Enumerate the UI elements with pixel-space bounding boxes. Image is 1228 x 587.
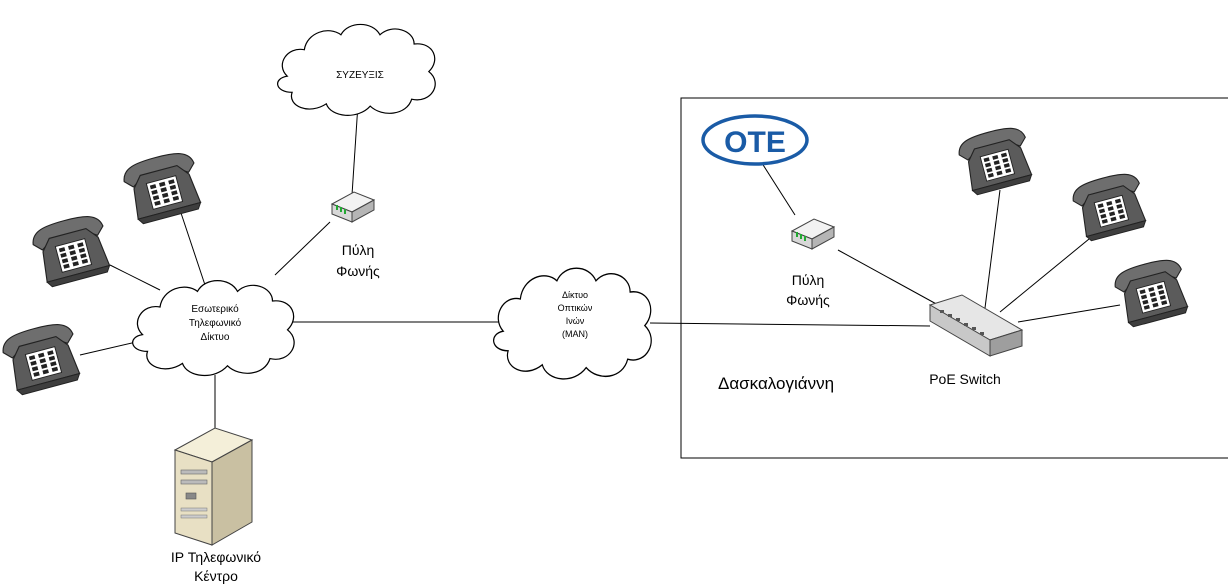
phone-icon	[1068, 168, 1152, 244]
link-gateway-switch	[837, 249, 941, 307]
link-switch-phone-a	[984, 189, 1001, 309]
link-ote-gateway	[759, 159, 796, 216]
cloud-man-line2: Οπτικών	[558, 303, 593, 313]
gateway-left-label-line2: Φωνής	[336, 263, 380, 279]
connection-lines	[79, 103, 1121, 428]
phone-icon	[954, 122, 1038, 198]
cloud-syzeuxeis-label: ΣΥΖΕΥΞΙΣ	[336, 70, 384, 81]
cloud-man-line3: Ινών	[566, 316, 585, 326]
link-phone2-internal	[109, 264, 161, 291]
ote-logo: OTE	[701, 114, 809, 166]
cloud-syzeuxeis: ΣΥΖΕΥΞΙΣ	[277, 23, 436, 116]
cloud-internal-network: Εσωτερικό Τηλεφωνικό Δίκτυο	[132, 279, 295, 377]
server-icon	[173, 427, 254, 546]
link-gateway-internal	[274, 221, 331, 276]
cloud-internal-line2: Τηλεφωνικό	[189, 317, 242, 329]
phone-icon	[119, 147, 207, 227]
gateway-icon	[791, 218, 835, 250]
poe-switch: PoE Switch	[928, 294, 1024, 387]
phone-icon	[1110, 254, 1194, 330]
gateway-left-label-line1: Πύλη	[342, 242, 375, 258]
link-syzeuxeis-gateway	[351, 103, 359, 196]
switch-icon	[928, 294, 1024, 357]
cloud-man-line4: (MAN)	[562, 329, 588, 339]
switch-label: PoE Switch	[929, 371, 1001, 387]
voice-gateway-site: Πύλη Φωνής	[786, 218, 835, 308]
link-switch-phone-b	[999, 229, 1101, 313]
link-phone1-internal	[179, 209, 206, 286]
ote-logo-text: OTE	[724, 126, 786, 159]
site-boundary	[680, 97, 1228, 459]
cloud-internal-line3: Δίκτυο	[201, 331, 230, 343]
phone-icon	[28, 210, 116, 290]
phone-icon	[0, 318, 86, 398]
link-switch-phone-c	[1017, 304, 1121, 323]
site-name: Δασκαλογιάννη	[718, 374, 834, 393]
pbx-label-line2: Κέντρο	[194, 568, 238, 584]
cloud-internal-line1: Εσωτερικό	[191, 303, 239, 315]
gateway-icon	[331, 191, 375, 223]
pbx-label-line1: IP Τηλεφωνικό	[171, 549, 261, 565]
gateway-site-label-line1: Πύλη	[792, 272, 825, 288]
cloud-man: Δίκτυο Οπτικών Ινών (MAN)	[492, 267, 652, 380]
cloud-man-line1: Δίκτυο	[562, 290, 588, 300]
ip-pbx-server: IP Τηλεφωνικό Κέντρο	[171, 427, 261, 584]
voice-gateway-left: Πύλη Φωνής	[331, 191, 380, 279]
gateway-site-label-line2: Φωνής	[786, 292, 830, 308]
link-man-switch	[649, 322, 931, 327]
